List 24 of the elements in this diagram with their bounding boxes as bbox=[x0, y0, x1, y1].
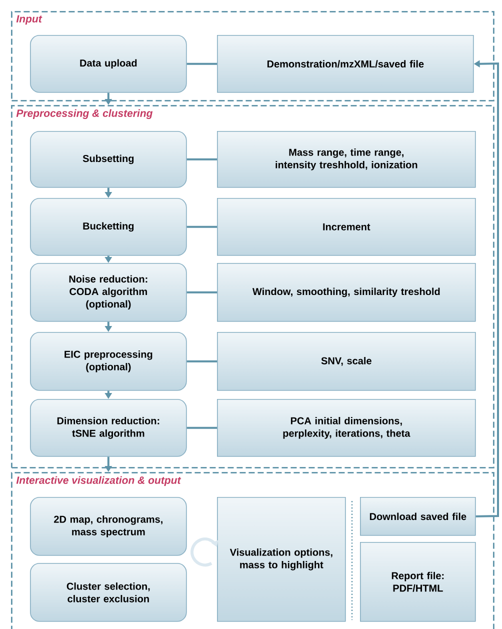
cycle-arrow bbox=[190, 538, 218, 566]
process-box: Bucketting bbox=[30, 198, 187, 256]
parameter-box: SNV, scale bbox=[217, 332, 476, 391]
parameter-box: Visualization options, mass to highlight bbox=[217, 497, 346, 622]
process-box: Cluster selection, cluster exclusion bbox=[30, 563, 187, 622]
process-box: Data upload bbox=[30, 35, 187, 93]
process-box: Noise reduction: CODA algorithm (optional) bbox=[30, 263, 187, 322]
connector bbox=[186, 426, 217, 429]
parameter-box: Mass range, time range, intensity treshhold, ionization bbox=[217, 131, 476, 188]
process-box: Dimension reduction: tSNE algorithm bbox=[30, 399, 187, 457]
parameter-box: Demonstration/mzXML/saved file bbox=[217, 35, 474, 93]
connector bbox=[186, 291, 217, 294]
connector bbox=[186, 62, 217, 65]
parameter-box: Report file: PDF/HTML bbox=[360, 542, 476, 622]
process-box: Subsetting bbox=[30, 131, 187, 188]
connector bbox=[186, 226, 217, 228]
parameter-box: Window, smoothing, similarity treshold bbox=[217, 263, 476, 322]
parameter-box: Download saved file bbox=[360, 497, 476, 536]
process-box: EIC preprocessing (optional) bbox=[30, 332, 187, 391]
connector bbox=[186, 158, 217, 160]
process-box: 2D map, chronograms, mass spectrum bbox=[30, 497, 187, 556]
parameter-box: Increment bbox=[217, 198, 476, 256]
connector bbox=[186, 360, 217, 362]
parameter-box: PCA initial dimensions, perplexity, iterations, theta bbox=[217, 399, 476, 457]
